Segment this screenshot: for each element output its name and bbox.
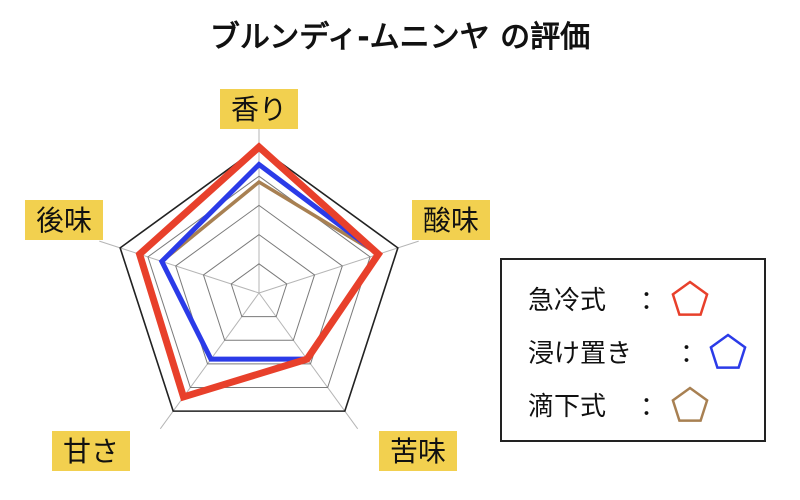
axis-label-text: 酸味 <box>423 204 479 237</box>
radar-grid-ring <box>147 175 371 388</box>
chart-title: ブルンディ-ムニンヤ の評価 <box>210 20 590 55</box>
radar-grid <box>99 125 419 430</box>
axis-label-text: 後味 <box>36 204 92 237</box>
legend-label: 浸け置き <box>528 339 632 369</box>
radar-grid-ring <box>119 146 399 412</box>
radar-grid-ring <box>230 263 288 318</box>
legend: 急冷式 ： 浸け置き ： 滴下式 ： <box>500 258 766 442</box>
legend-item: 浸け置き ： <box>528 333 747 369</box>
radar-series <box>135 142 384 402</box>
axis-label-text: 甘さ <box>63 435 119 468</box>
axis-label-acidity: 酸味 <box>412 200 490 240</box>
legend-item: 滴下式 ： <box>528 386 709 422</box>
axis-label-sweetness: 甘さ <box>52 431 130 471</box>
legend-label: 滴下式 <box>528 392 606 422</box>
axis-label-aftertaste: 後味 <box>25 200 103 240</box>
axis-label-bitterness: 苦味 <box>379 431 457 471</box>
legend-box <box>500 258 766 442</box>
legend-pentagon-icon <box>671 386 709 422</box>
axis-label-text: 香り <box>231 93 287 126</box>
axis-label-aroma: 香り <box>220 89 298 129</box>
radar-grid-ring <box>202 233 316 341</box>
legend-pentagon-icon <box>709 333 747 369</box>
legend-separator: ： <box>680 339 706 369</box>
axis-label-text: 苦味 <box>390 435 446 468</box>
legend-separator: ： <box>640 392 666 422</box>
legend-label: 急冷式 <box>528 286 606 316</box>
legend-separator: ： <box>640 286 666 316</box>
radar-grid-ring <box>175 204 343 365</box>
legend-item: 急冷式 ： <box>528 280 709 316</box>
legend-pentagon-icon <box>671 280 709 316</box>
radar-spoke <box>258 240 419 294</box>
radar-spoke <box>99 240 260 294</box>
radar-series-polygon <box>135 142 384 402</box>
